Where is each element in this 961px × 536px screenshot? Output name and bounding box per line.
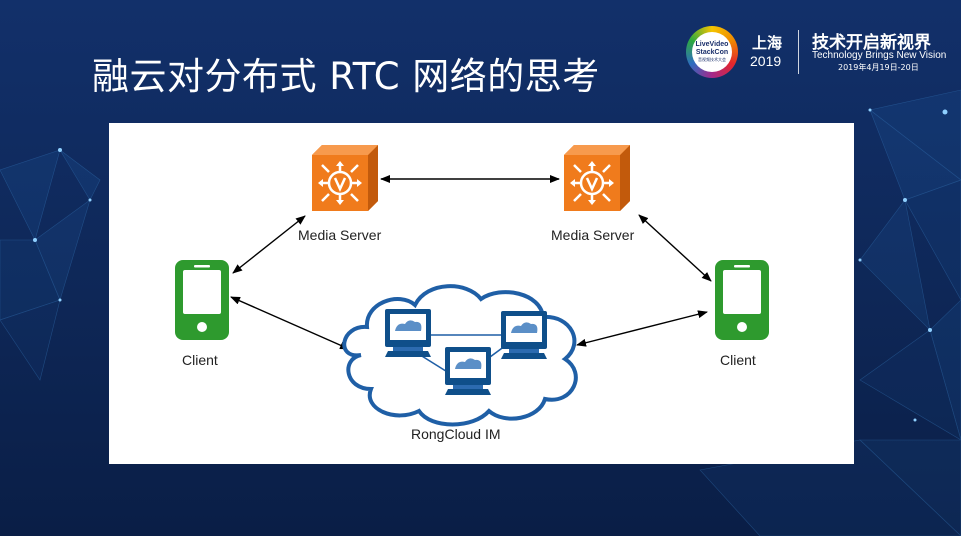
- media-server-right-label: Media Server: [551, 227, 635, 243]
- client-right-label: Client: [720, 352, 756, 368]
- logo-inner: LiveVideo StackCon 音视频技术大会: [692, 32, 732, 72]
- logo-line2: StackCon: [695, 49, 729, 56]
- network-diagram: Media Server Media Server Client Client …: [109, 123, 854, 464]
- city-label: 上海: [752, 34, 783, 52]
- logo-line3: 音视频技术大会: [698, 57, 726, 62]
- media-server-left-label: Media Server: [298, 227, 382, 243]
- client-left-label: Client: [182, 352, 218, 368]
- slide-title: 融云对分布式 RTC 网络的思考: [92, 55, 600, 98]
- client-right-icon: [715, 260, 769, 340]
- cloud-label: RongCloud IM: [411, 426, 501, 442]
- conference-logo: LiveVideo StackCon 音视频技术大会: [686, 26, 738, 78]
- slogan-en: Technology Brings New Vision: [812, 50, 947, 61]
- logo-line1: LiveVideo: [695, 41, 729, 48]
- event-dates: 2019年4月19日-20日: [838, 63, 919, 72]
- year-label: 2019: [750, 53, 782, 69]
- diagram-canvas: [175, 143, 769, 427]
- header-divider: [798, 30, 799, 74]
- media-server-left-icon: [310, 143, 380, 213]
- media-server-right-icon: [562, 143, 632, 213]
- slogan-cn: 技术开启新视界: [812, 33, 931, 53]
- client-left-icon: [175, 260, 229, 340]
- cloud-icon: [342, 284, 578, 427]
